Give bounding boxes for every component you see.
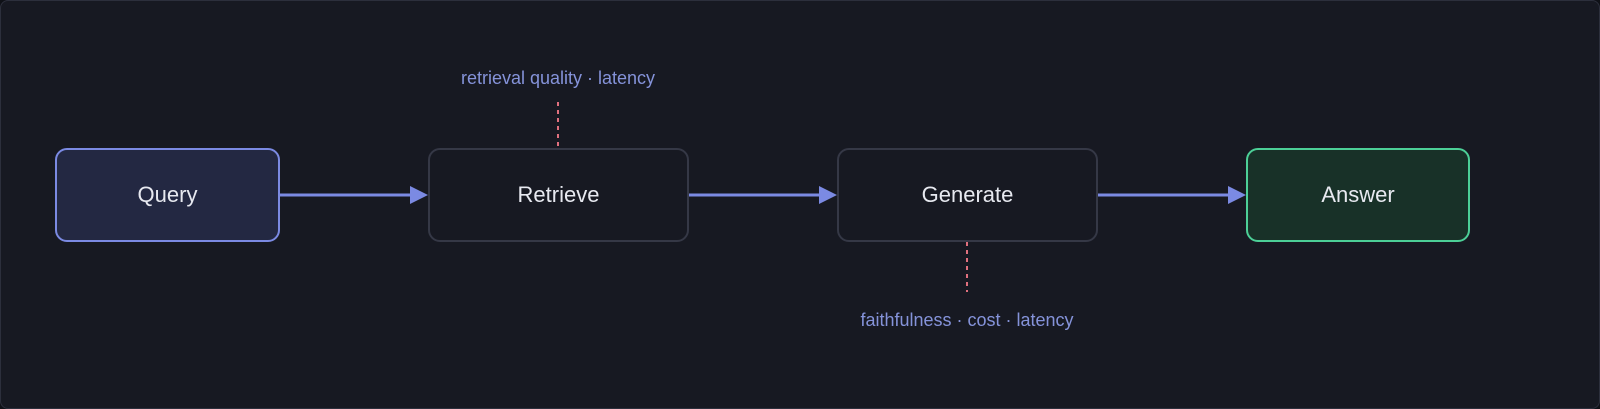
query-node-label: Query xyxy=(137,182,198,207)
generate-node: Generate xyxy=(837,148,1098,242)
arrow-query-to-retrieve xyxy=(280,186,428,204)
retrieve-node: Retrieve xyxy=(428,148,689,242)
arrow-generate-to-answer xyxy=(1098,186,1246,204)
retrieve-node-label: Retrieve xyxy=(517,182,600,207)
retrieve-metrics-annotation: retrieval quality · latency xyxy=(460,68,656,88)
generate-node-label: Generate xyxy=(921,182,1014,207)
answer-node-label: Answer xyxy=(1321,182,1395,207)
answer-node: Answer xyxy=(1246,148,1470,242)
query-node: Query xyxy=(55,148,280,242)
arrow-retrieve-to-generate xyxy=(689,186,837,204)
generate-metrics-annotation: faithfulness · cost · latency xyxy=(860,310,1074,330)
